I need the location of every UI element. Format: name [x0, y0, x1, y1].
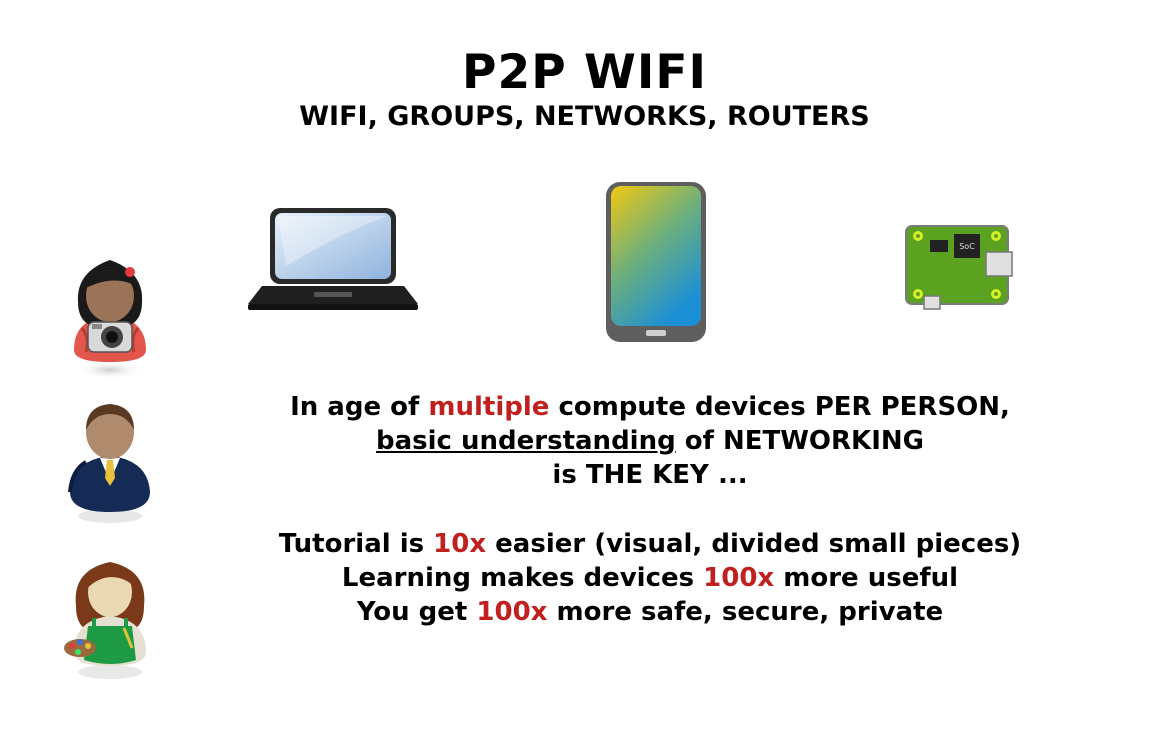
benefits-block: Tutorial is 10x easier (visual, divided … [230, 527, 1070, 629]
underlined-phrase: basic understanding [376, 426, 676, 456]
highlight-multiple: multiple [428, 392, 550, 422]
soc-chip-label: SoC [959, 242, 975, 251]
benefit-line-2: Learning makes devices 100x more useful [341, 563, 959, 593]
laptop-icon [248, 208, 418, 310]
highlight-100x-useful: 100x [703, 563, 775, 593]
message-line-1: In age of multiple compute devices PER P… [290, 392, 1010, 422]
message-line-3: is THE KEY ... [552, 460, 748, 490]
painter-person-icon [64, 562, 146, 679]
businessman-person-icon [68, 404, 150, 523]
highlight-10x: 10x [433, 529, 487, 559]
benefit-line-3: You get 100x more safe, secure, private [356, 597, 944, 627]
message-line-2: basic understanding of NETWORKING [376, 426, 924, 456]
message-block: In age of multiple compute devices PER P… [230, 390, 1070, 492]
highlight-100x-safe: 100x [476, 597, 548, 627]
benefit-line-1: Tutorial is 10x easier (visual, divided … [278, 529, 1022, 559]
page-title: P2P WIFI [462, 45, 707, 100]
smartphone-icon [606, 182, 706, 342]
page-subtitle: WIFI, GROUPS, NETWORKS, ROUTERS [299, 101, 870, 132]
single-board-computer-icon: SoC [905, 225, 1013, 310]
photographer-person-icon [74, 260, 146, 379]
